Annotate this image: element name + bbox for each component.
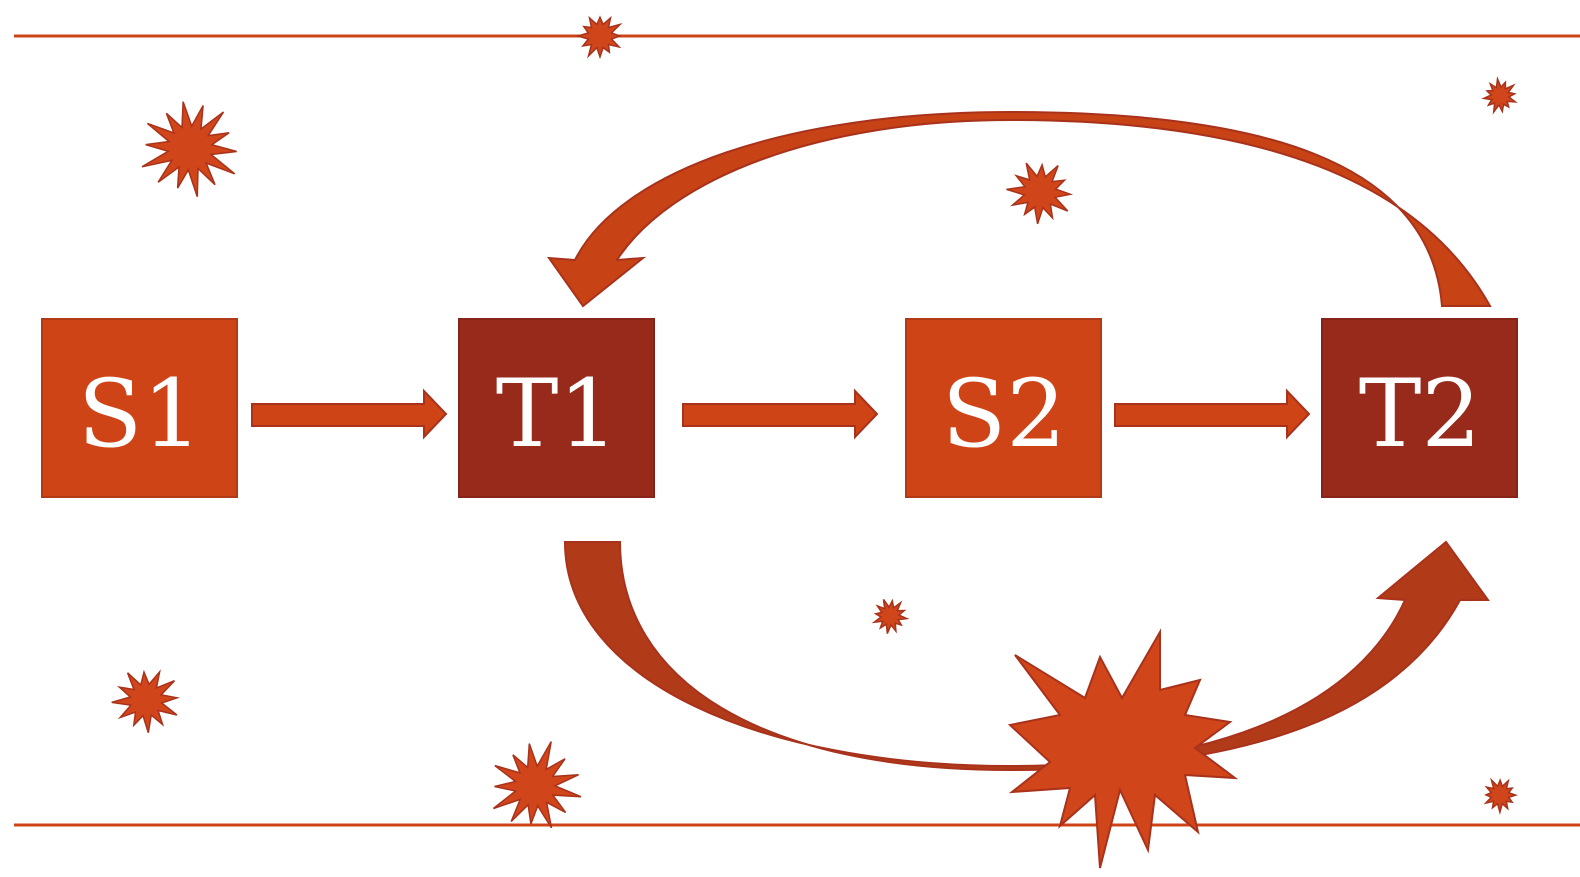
starburst-icon bbox=[575, 15, 623, 60]
starburst-icon bbox=[111, 669, 181, 733]
node-s1-label: S1 bbox=[78, 360, 202, 469]
node-t1-box bbox=[458, 318, 655, 498]
starburst-icon bbox=[1006, 162, 1074, 225]
curved-arrow-bottom bbox=[563, 540, 1490, 772]
starburst-icon bbox=[141, 101, 237, 197]
arrow-s2-t2 bbox=[1114, 388, 1311, 440]
starburst-icon bbox=[871, 598, 910, 634]
node-t1-label: T1 bbox=[496, 360, 619, 469]
node-s2-label: S2 bbox=[942, 360, 1066, 469]
node-t2-box bbox=[1321, 318, 1518, 498]
curved-arrow-top bbox=[546, 110, 1492, 308]
starburst-icon bbox=[1483, 777, 1518, 816]
arrow-s1-t1 bbox=[251, 388, 448, 440]
starburst-icon bbox=[492, 741, 582, 829]
arrow-t1-s2 bbox=[682, 388, 879, 440]
node-s2-box bbox=[905, 318, 1102, 498]
node-s1-box bbox=[41, 318, 238, 498]
starburst-icon bbox=[1481, 76, 1518, 115]
node-t2-label: T2 bbox=[1359, 360, 1482, 469]
decorative-starbursts bbox=[111, 15, 1518, 829]
starburst-large bbox=[1007, 628, 1239, 869]
